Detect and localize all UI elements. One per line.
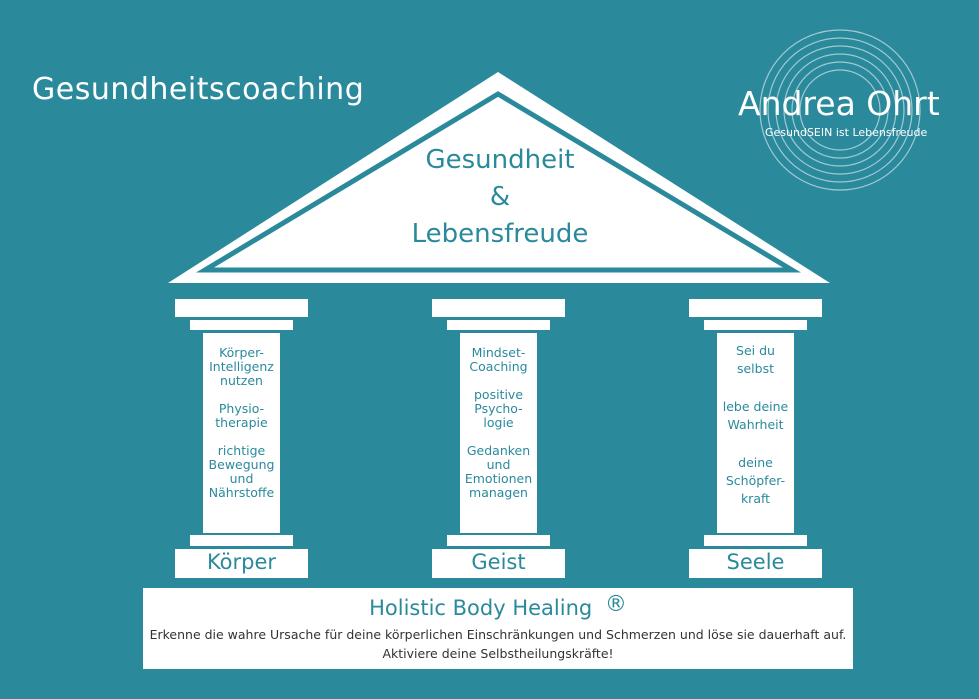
pillar-item: Physio- therapie [215, 401, 268, 430]
pillar-label-geist: Geist [471, 550, 526, 574]
pillar-label-seele: Seele [726, 550, 785, 574]
roof-outer [168, 72, 830, 283]
pillar-item: Mindset- Coaching [469, 345, 528, 374]
roof-line-2: & [489, 182, 511, 212]
pillar-item: Gedanken und Emotionen managen [464, 443, 533, 500]
page-title: Gesundheitscoaching [32, 72, 365, 107]
pillar-label-koerper: Körper [206, 550, 277, 574]
pillar-item: lebe deine Wahrheit [722, 399, 789, 432]
logo-name: Andrea Ohrt [738, 84, 940, 123]
base-title-text: Holistic Body Healing [369, 596, 593, 620]
registered-mark-icon: ® [604, 592, 627, 617]
pillar-item: richtige Bewegung und Nährstoffe [208, 443, 275, 500]
pillar-item: deine Schöpfer- kraft [725, 455, 786, 506]
pillar-geist-text: Mindset- Coaching positive Psycho- logie… [458, 346, 539, 514]
pillar-koerper-shape [175, 299, 308, 578]
pillar-item: positive Psycho- logie [473, 387, 524, 430]
base-description-line-1: Erkenne die wahre Ursache für deine körp… [149, 627, 847, 642]
pillar-koerper-text: Körper- Intelligenz nutzen Physio- thera… [203, 346, 280, 514]
roof-text: Gesundheit & Lebensfreude [380, 142, 620, 253]
logo-rings-icon [759, 29, 921, 191]
logo-tagline: GesundSEIN ist Lebensfreude [765, 126, 928, 139]
base-description-line-2: Aktiviere deine Selbstheilungskräfte! [382, 646, 614, 661]
pillar-item: Sei du selbst [736, 343, 775, 376]
pillar-seele-text: Sei du selbst lebe deine Wahrheit deine … [715, 342, 796, 522]
roof-line-3: Lebensfreude [411, 219, 589, 249]
roof-line-1: Gesundheit [425, 145, 575, 175]
pillar-seele-shape [689, 299, 822, 578]
pillar-geist-shape [432, 299, 565, 578]
base-block [143, 588, 853, 669]
pillar-item: Körper- Intelligenz nutzen [209, 345, 274, 388]
roof-inner-border [195, 91, 802, 273]
base-title: Holistic Body Healing ® [143, 592, 853, 620]
